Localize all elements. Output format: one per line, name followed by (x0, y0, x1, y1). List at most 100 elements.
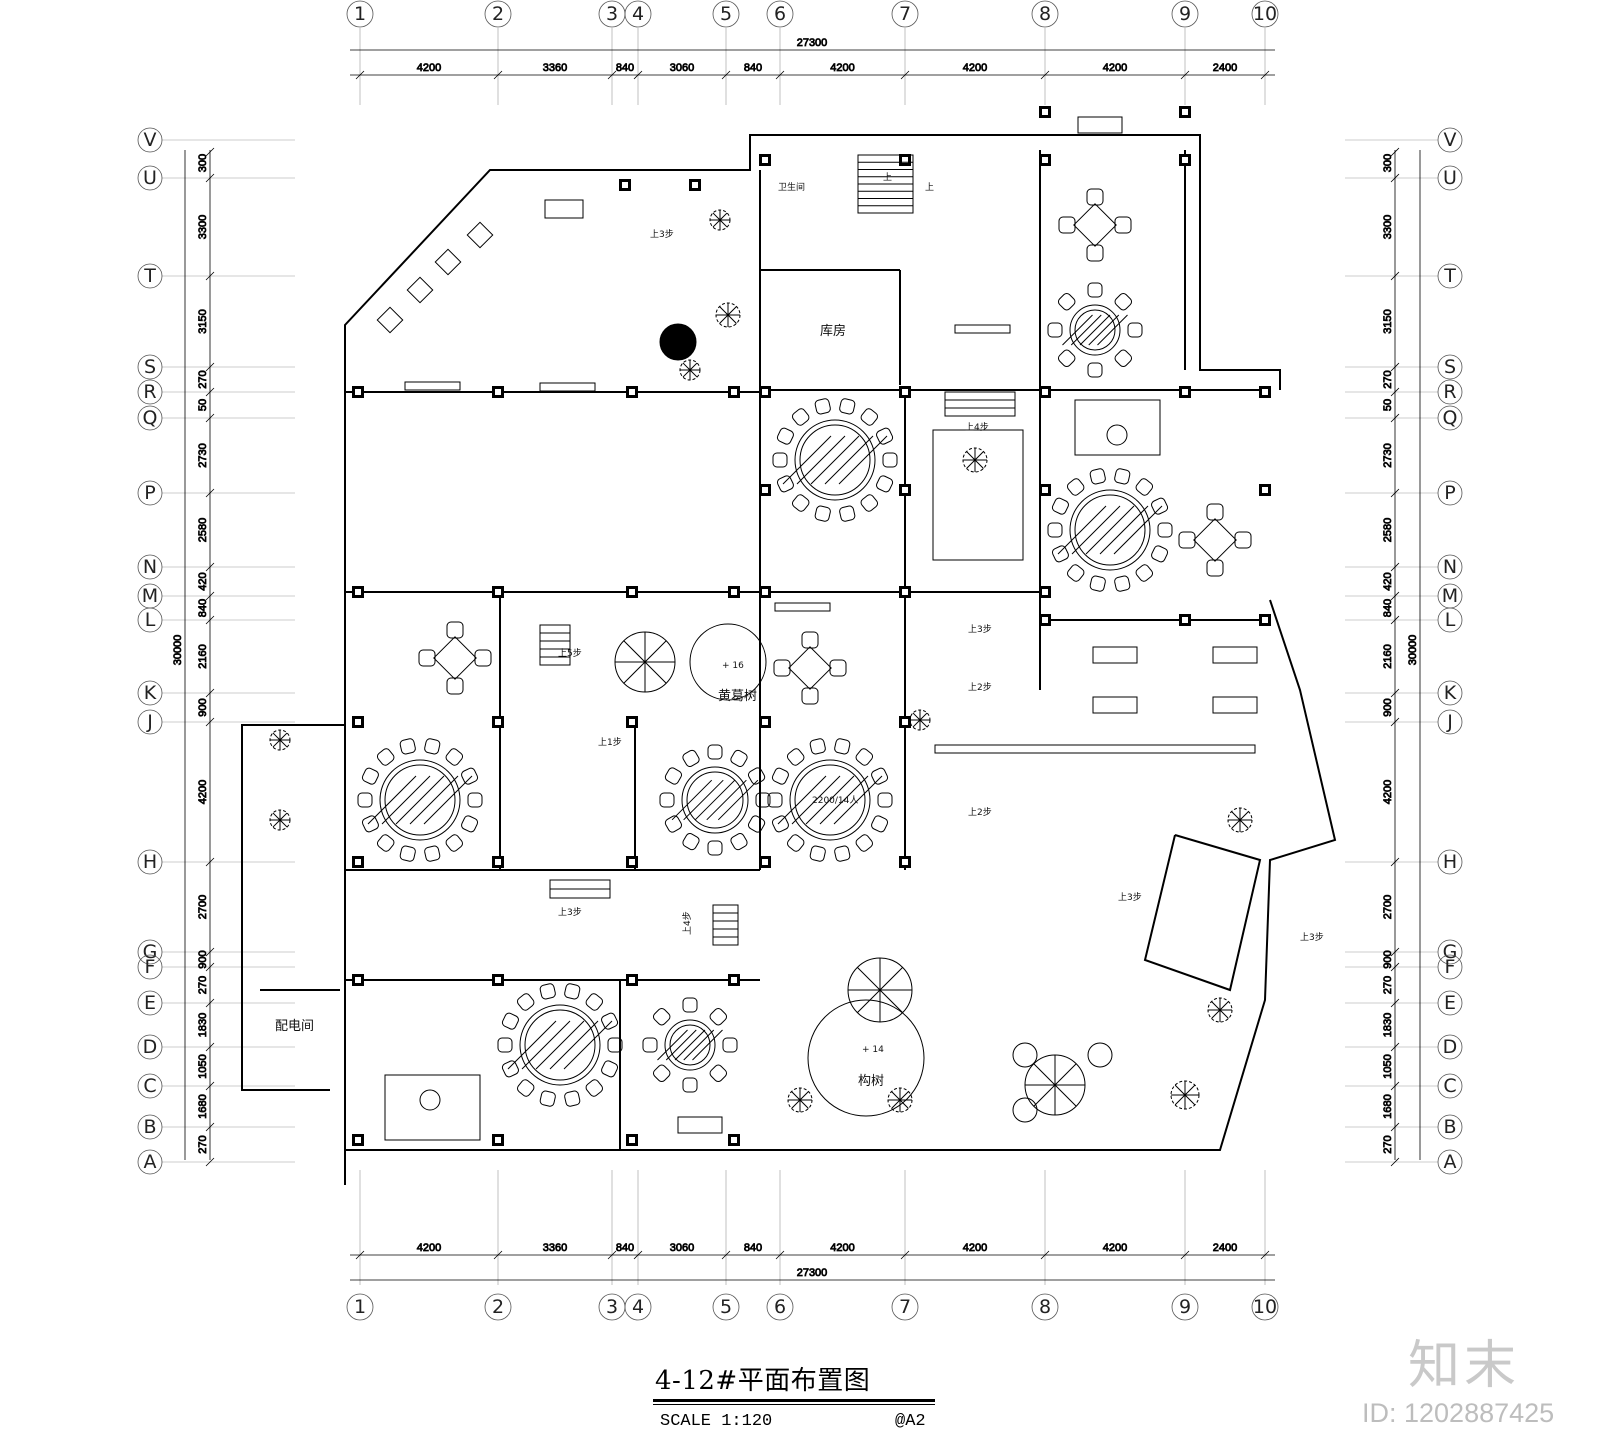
column-core (355, 589, 361, 595)
step-label: 上3步 (968, 624, 992, 635)
axis-bubble-col (766, 0, 794, 28)
chair (1151, 545, 1169, 563)
axis-bubble-row (137, 1073, 163, 1099)
table-hatch (535, 1020, 585, 1070)
chair (474, 649, 492, 667)
column-core (731, 589, 737, 595)
axis-bubble-row (1437, 954, 1463, 980)
chair (814, 398, 831, 415)
chair (1151, 497, 1169, 515)
chair (361, 767, 379, 785)
tree-branch (912, 719, 921, 728)
table-hatch (777, 775, 827, 825)
axis-label-col: 9 (1179, 1296, 1191, 1318)
sofa-area (384, 1074, 481, 1141)
table-hatch (706, 779, 747, 821)
umbrella-rib (644, 661, 667, 684)
dim-segment-label: 4200 (1103, 1242, 1127, 1254)
chair (601, 1012, 619, 1030)
planter-strip (774, 602, 831, 612)
feature-planter (932, 429, 1024, 561)
column-core (902, 859, 908, 865)
chair (839, 398, 856, 415)
chair (664, 815, 683, 833)
chair (659, 792, 675, 808)
dim-segment-label: 4200 (963, 1242, 987, 1254)
dim-tick (205, 857, 215, 867)
tree-branch (727, 306, 737, 316)
wall (1143, 834, 1262, 992)
axis-label-row: A (1444, 1151, 1457, 1173)
chair (786, 834, 805, 852)
chair (814, 505, 831, 522)
chair (747, 815, 766, 833)
dim-segment-label: 1680 (1382, 1094, 1394, 1118)
chair (707, 840, 723, 856)
dim-tick (1040, 70, 1050, 80)
chair (652, 1064, 671, 1083)
umbrella-rib (879, 967, 903, 991)
axis-label-row: T (143, 265, 156, 287)
chair (564, 1090, 581, 1107)
chair (1057, 292, 1076, 311)
column-core (629, 589, 635, 595)
dim-segment-label: 2580 (1382, 518, 1394, 542)
axis-bubble-row (1437, 939, 1463, 965)
axis-bubble-row (1437, 1073, 1463, 1099)
column-core (762, 157, 768, 163)
dim-total-label: 30000 (1407, 635, 1419, 666)
tree-branch (1231, 811, 1241, 821)
tree-mark-a: + 16 (722, 661, 744, 671)
axis-label-row: M (1442, 585, 1458, 607)
round-table (379, 759, 461, 841)
chair (1206, 559, 1224, 577)
stair (944, 391, 1016, 417)
dim-tick (775, 1250, 785, 1260)
column-core (355, 389, 361, 395)
chair (1066, 564, 1085, 582)
dim-tick (493, 70, 503, 80)
axis-bubble-row (137, 379, 163, 405)
axis-label-row: D (143, 1036, 158, 1058)
column-core (731, 1137, 737, 1143)
axis-bubble-col (484, 0, 512, 28)
chair (722, 1037, 738, 1053)
axis-bubble-row (1437, 405, 1463, 431)
toilet-stall (376, 306, 404, 334)
table-hatch (819, 775, 869, 825)
dim-segment-label: 50 (1382, 399, 1394, 411)
axis-label-row: G (143, 941, 158, 963)
outer-wall-east (760, 599, 1337, 1151)
chair (446, 677, 464, 695)
chair (399, 738, 416, 755)
dim-tick (493, 1250, 503, 1260)
pinwheel-ornament (659, 323, 697, 361)
tree-branch (272, 819, 281, 828)
round-table-inner (1074, 494, 1146, 566)
axis-bubble-row (1437, 680, 1463, 706)
axis-bubble-row (1437, 849, 1463, 875)
chair (855, 834, 874, 852)
table-hatch (810, 435, 860, 485)
axis-label-row: S (144, 356, 156, 378)
axis-bubble-row (137, 954, 163, 980)
axis-label-row: J (146, 711, 153, 733)
table-hatch (782, 435, 832, 485)
tree-branch (279, 819, 288, 828)
table-hatch (833, 775, 883, 825)
dim-segment-label: 3360 (543, 62, 567, 74)
chair (376, 834, 395, 852)
chair (501, 1060, 519, 1078)
column-core (495, 589, 501, 595)
dim-tick (355, 1250, 365, 1260)
dim-segment-label: 900 (1382, 950, 1394, 968)
chair (601, 1060, 619, 1078)
chair (834, 845, 851, 862)
column-core (629, 977, 635, 983)
dim-tick (1390, 1157, 1400, 1167)
patio-table (1012, 1097, 1038, 1123)
tree-branch (689, 362, 698, 371)
chair (399, 845, 416, 862)
round-table-inner (669, 1024, 711, 1066)
axis-label-col: 6 (774, 3, 786, 25)
